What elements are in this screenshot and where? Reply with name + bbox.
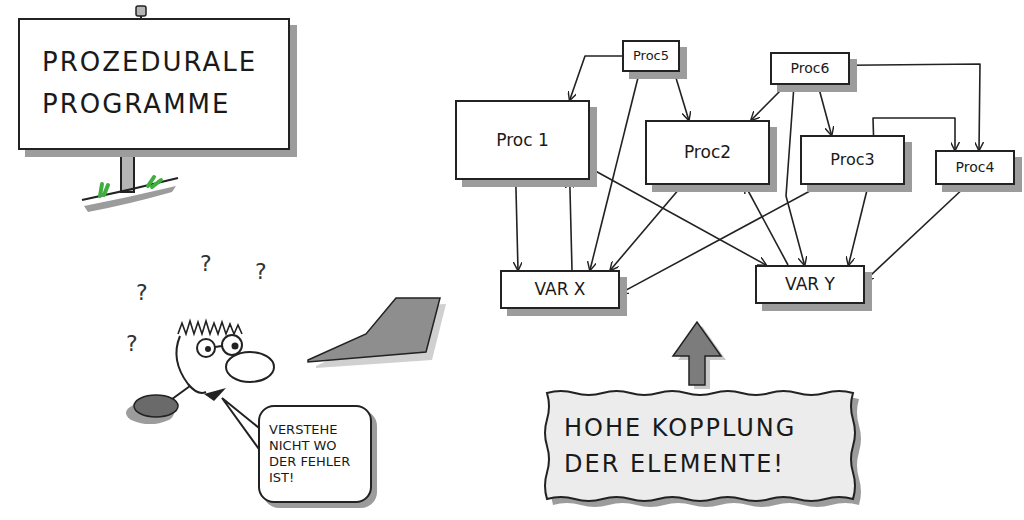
node-text: Proc3 — [810, 150, 895, 171]
process-box: Proc5 — [622, 40, 680, 72]
process-box: Proc6 — [770, 52, 850, 85]
glasses-lens — [222, 335, 242, 355]
connector — [818, 85, 832, 135]
sign-post — [121, 148, 134, 192]
hair — [178, 321, 242, 334]
connector — [610, 185, 682, 270]
speech-bubble: VERSTEHE NICHT WO DER FEHLER IST! — [258, 405, 372, 503]
pointer-arrow — [673, 322, 721, 385]
grass-tuft — [148, 177, 161, 187]
question-mark: ? — [126, 333, 138, 355]
node-text: VAR Y — [763, 273, 857, 295]
callout-banner: HOHE KOPPLUNG DER ELEMENTE! — [540, 386, 860, 506]
pupil — [205, 346, 211, 352]
node-text: VAR X — [508, 278, 612, 300]
connector — [745, 185, 788, 265]
node-text: PROZEDURALE PROGRAMME — [42, 42, 266, 125]
callout-outline — [540, 386, 860, 506]
connector — [516, 180, 518, 270]
ground-shadow — [84, 186, 176, 212]
node-text: Proc2 — [655, 141, 760, 163]
question-mark: ? — [200, 253, 212, 275]
sign-board: PROZEDURALE PROGRAMME — [18, 18, 290, 150]
variable-box: VAR X — [500, 270, 620, 309]
connector — [849, 185, 869, 265]
process-box: Proc2 — [645, 120, 770, 185]
connector — [865, 185, 967, 281]
node-text: Proc5 — [629, 48, 673, 65]
grass-tuft — [100, 184, 108, 196]
node-text: Proc 1 — [465, 129, 580, 151]
process-box: Proc 1 — [455, 100, 590, 180]
connector — [570, 180, 572, 270]
node-text: VERSTEHE NICHT WO DER FEHLER IST! — [269, 422, 361, 487]
flag-shape — [308, 298, 440, 362]
connector — [674, 72, 689, 120]
question-mark: ? — [136, 282, 148, 304]
node-text: Proc4 — [943, 158, 1007, 176]
nose — [226, 352, 274, 382]
node-text: Proc6 — [777, 59, 843, 77]
hand — [134, 395, 178, 417]
glasses-lens — [197, 339, 215, 357]
connector — [570, 56, 622, 100]
variable-box: VAR Y — [755, 265, 865, 304]
pupil — [232, 343, 239, 350]
process-box: Proc3 — [800, 135, 905, 185]
node-text: HOHE KOPPLUNG DER ELEMENTE! — [564, 410, 836, 482]
connector — [751, 85, 786, 120]
question-mark: ? — [255, 261, 267, 283]
callout-shape — [545, 391, 855, 501]
glasses-bridge — [215, 346, 222, 347]
sign-cap — [136, 6, 146, 16]
process-box: Proc4 — [935, 150, 1015, 185]
connector — [590, 72, 639, 270]
